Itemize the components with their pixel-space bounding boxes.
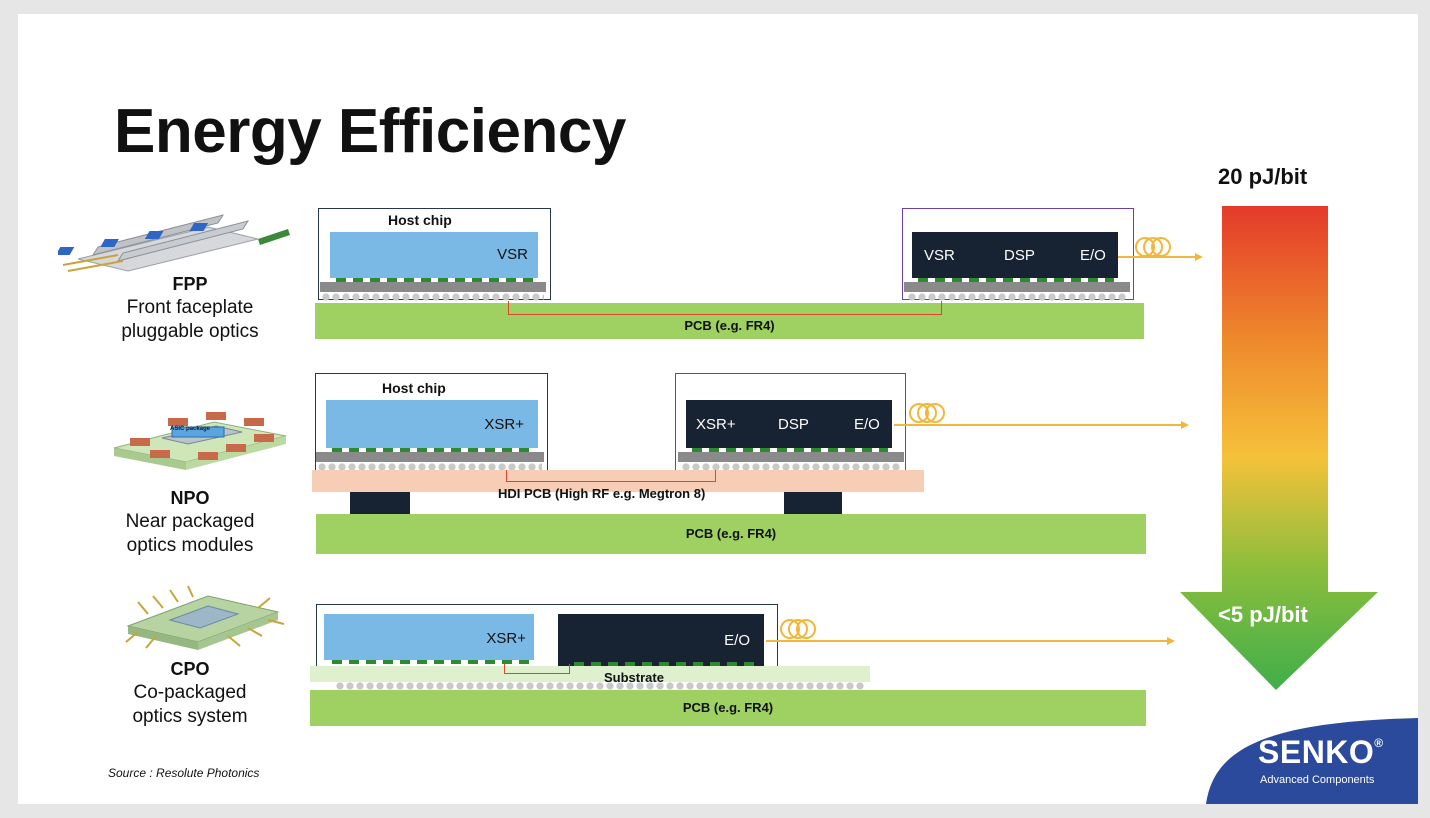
cpo-fiber-line	[766, 640, 1168, 642]
cpo-substrate-label: Substrate	[604, 670, 664, 685]
cpo-balls	[336, 682, 864, 690]
npo-electrical-trace	[506, 470, 716, 482]
cpo-abbr: CPO	[170, 659, 210, 679]
npo-host-pads	[332, 448, 534, 452]
cpo-host-die: XSR+	[324, 614, 534, 660]
source-note: Source : Resolute Photonics	[108, 766, 260, 780]
cpo-eo-label: E/O	[724, 632, 750, 649]
npo-host-die-label: XSR+	[484, 416, 524, 433]
slide-title: Energy Efficiency	[114, 97, 626, 166]
fpp-desc-line2: pluggable optics	[121, 321, 259, 342]
energy-gradient-arrow	[1180, 206, 1378, 690]
fpp-fiber-arrow-icon	[1195, 253, 1203, 261]
fpp-fiber-coil-icon	[1135, 237, 1171, 257]
fpp-module-die: VSR DSP E/O	[912, 232, 1118, 278]
senko-brand-text: SENKO	[1258, 734, 1375, 770]
npo-module-die: XSR+ DSP E/O	[686, 400, 892, 448]
fpp-abbr: FPP	[172, 274, 208, 294]
npo-module-substrate	[678, 452, 904, 462]
fpp-desc-line1: Front faceplate	[126, 297, 254, 318]
fpp-module-substrate	[904, 282, 1130, 292]
fpp-host-die: VSR	[330, 232, 538, 278]
npo-module-pads	[692, 448, 888, 452]
cpo-fiber-arrow-icon	[1167, 637, 1175, 645]
npo-abbr: NPO	[170, 488, 210, 508]
cpo-substrate	[310, 666, 870, 682]
npo-module-balls	[682, 463, 900, 471]
cpo-electrical-trace	[504, 664, 570, 674]
npo-desc-line1: Near packaged	[125, 511, 255, 532]
cpo-host-die-label: XSR+	[486, 630, 526, 647]
npo-connector-right	[784, 492, 842, 514]
npo-asic-package-label: ASIC package	[170, 426, 211, 432]
cpo-pcb-label: PCB (e.g. FR4)	[682, 700, 774, 715]
npo-fiber-arrow-icon	[1181, 421, 1189, 429]
npo-label: NPO Near packaged optics modules	[70, 486, 310, 558]
cpo-desc-line2: optics system	[132, 706, 248, 727]
cpo-desc-line1: Co-packaged	[133, 682, 247, 703]
cpo-package-icon	[125, 585, 285, 650]
npo-fiber-coil-icon	[909, 403, 945, 423]
cpo-pcb: PCB (e.g. FR4)	[310, 690, 1146, 726]
fpp-transceiver-icon	[58, 214, 290, 272]
npo-desc-line2: optics modules	[126, 535, 254, 556]
fpp-module-pads	[918, 278, 1114, 282]
fpp-label: FPP Front faceplate pluggable optics	[70, 272, 310, 344]
cpo-label: CPO Co-packaged optics system	[70, 657, 310, 729]
senko-logo-tagline: Advanced Components	[1260, 774, 1375, 786]
cpo-eo-die: E/O	[558, 614, 764, 666]
cpo-eo-pads	[574, 662, 760, 666]
slide: Energy Efficiency FPP Front faceplate pl…	[18, 14, 1418, 804]
cpo-host-pads	[332, 660, 532, 664]
cpo-fiber-coil-icon	[780, 619, 816, 639]
npo-asic-package-icon	[113, 412, 287, 470]
fpp-pcb: PCB (e.g. FR4)	[315, 303, 1144, 339]
npo-connector-left	[350, 492, 410, 514]
fpp-module-vsr-label: VSR	[924, 247, 955, 264]
npo-host-die: XSR+	[326, 400, 538, 448]
fpp-host-substrate	[320, 282, 546, 292]
fpp-module-dsp-label: DSP	[1004, 247, 1035, 264]
npo-hdi-pcb-label: HDI PCB (High RF e.g. Megtron 8)	[498, 486, 706, 501]
fpp-host-pads	[336, 278, 536, 282]
senko-logo-shape	[1206, 718, 1418, 804]
npo-host-chip-label: Host chip	[382, 380, 446, 396]
fpp-electrical-trace	[508, 301, 942, 315]
fpp-host-die-label: VSR	[497, 246, 528, 263]
npo-host-balls	[318, 463, 542, 471]
energy-top-label: 20 pJ/bit	[1218, 164, 1308, 189]
npo-module-eo-label: E/O	[854, 416, 880, 433]
npo-module-xsr-label: XSR+	[696, 416, 736, 433]
fpp-module-eo-label: E/O	[1080, 247, 1106, 264]
fpp-host-chip-label: Host chip	[388, 212, 452, 228]
npo-pcb: PCB (e.g. FR4)	[316, 514, 1146, 554]
senko-registered-mark: ®	[1374, 736, 1384, 750]
fpp-fiber-line	[1118, 256, 1196, 258]
npo-module-dsp-label: DSP	[778, 416, 809, 433]
npo-pcb-label: PCB (e.g. FR4)	[685, 526, 777, 541]
fpp-module-balls	[908, 293, 1126, 301]
fpp-pcb-label: PCB (e.g. FR4)	[684, 318, 775, 333]
senko-logo-brand: SENKO®	[1258, 734, 1384, 771]
energy-bottom-label: <5 pJ/bit	[1218, 602, 1308, 627]
fpp-host-balls	[322, 293, 544, 301]
npo-fiber-line	[894, 424, 1182, 426]
npo-host-substrate	[316, 452, 544, 462]
